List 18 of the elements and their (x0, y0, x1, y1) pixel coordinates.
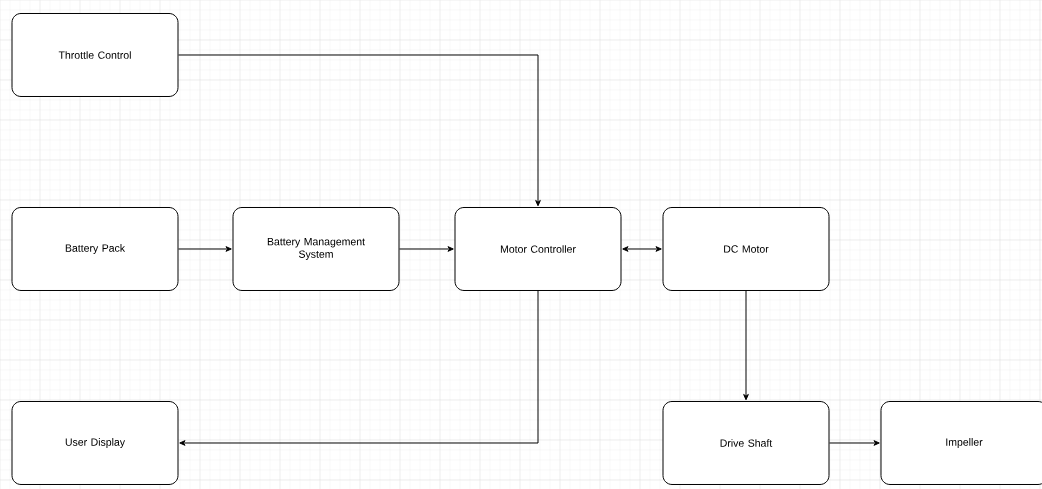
node-label: Impeller (946, 438, 983, 448)
process-box: Drive Shaft (662, 401, 830, 485)
arrow (743, 290, 749, 401)
arrow (622, 246, 662, 252)
process-box: Battery Management System (232, 207, 400, 291)
arrow (399, 246, 454, 252)
node-label: User Display (65, 438, 126, 448)
arrow (178, 246, 232, 252)
process-box: DC Motor (662, 207, 830, 291)
arrow (179, 290, 539, 446)
arrow (829, 440, 880, 446)
process-box: Throttle Control (11, 13, 179, 97)
process-box: Impeller (880, 401, 1042, 485)
process-box: User Display (11, 401, 179, 485)
node-label: Drive Shaft (720, 439, 773, 447)
process-box: Battery Pack (11, 207, 179, 291)
arrow (178, 54, 541, 207)
process-box: Motor Controller (454, 207, 622, 291)
